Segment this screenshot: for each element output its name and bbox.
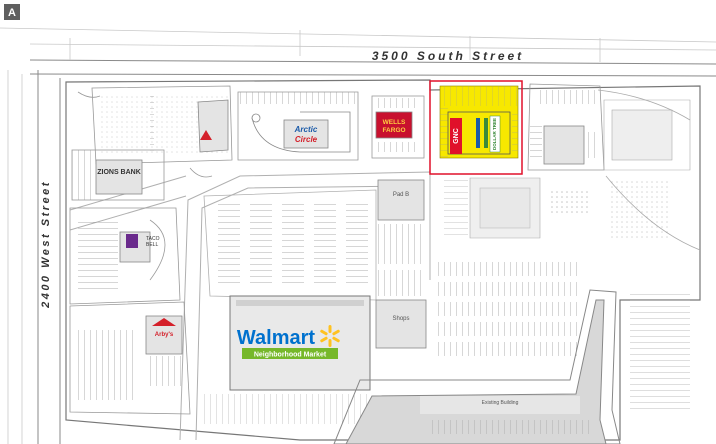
arbys-label: Arby's bbox=[155, 332, 174, 338]
existing-central-building bbox=[444, 176, 588, 240]
street-2400-west: 2400 West Street bbox=[7, 70, 61, 444]
dollar-tree-label: DOLLAR TREE bbox=[492, 118, 497, 150]
arctic-circle-label-bottom: Circle bbox=[295, 135, 318, 144]
central-parking-field bbox=[203, 189, 377, 301]
arbys-parcel: Arby's bbox=[69, 301, 191, 415]
walmart-spark-icon bbox=[320, 325, 340, 347]
walmart-subtitle: Neighborhood Market bbox=[254, 352, 327, 359]
wells-fargo-label-top: WELLS bbox=[383, 119, 406, 126]
south-parking bbox=[200, 394, 370, 424]
north-marker: A bbox=[4, 4, 20, 20]
street-label-3500-south: 3500 South Street bbox=[372, 49, 524, 63]
east-parking-rows bbox=[438, 262, 690, 410]
arctic-circle-label-top: Arctic bbox=[294, 125, 318, 134]
office-building-parcel bbox=[91, 85, 233, 165]
dollar-tree-storefront bbox=[489, 115, 501, 153]
wells-fargo-label-bottom: FARGO bbox=[382, 127, 405, 134]
walmart-parcel: Walmart Neighborhood Market bbox=[229, 295, 371, 391]
north-marker-label: A bbox=[8, 7, 16, 19]
main-drive-aisle bbox=[179, 171, 431, 441]
highlighted-parcel: GNC DOLLAR TREE bbox=[429, 80, 523, 175]
gnc-storefront bbox=[450, 118, 462, 154]
street-3500-south: 3500 South Street bbox=[0, 27, 716, 77]
walmart-wordmark: Walmart bbox=[237, 327, 316, 349]
pad-b-parcel: Pad B bbox=[377, 179, 425, 264]
gnc-label: GNC bbox=[453, 128, 460, 144]
northeast-pad-parcel bbox=[527, 83, 605, 171]
bank-logo-icon bbox=[200, 130, 212, 140]
taco-bell-label-top: TACO bbox=[146, 236, 160, 242]
shops-label: Shops bbox=[392, 316, 409, 322]
zions-bank-parcel: ZIONS BANK bbox=[71, 149, 165, 201]
zions-bank-label: ZIONS BANK bbox=[97, 169, 141, 176]
street-label-2400-west: 2400 West Street bbox=[40, 180, 52, 309]
taco-bell-parcel: TACO BELL bbox=[69, 207, 181, 305]
arctic-circle-parcel: Arctic Circle bbox=[237, 91, 359, 161]
existing-building-east: Existing Building bbox=[333, 289, 621, 444]
arbys-logo-icon bbox=[152, 318, 176, 326]
taco-bell-label-bottom: BELL bbox=[146, 242, 158, 248]
existing-pad-east bbox=[603, 99, 701, 251]
pad-b-label: Pad B bbox=[393, 192, 409, 198]
taco-bell-logo-icon bbox=[126, 234, 138, 248]
shops-parcel: Shops bbox=[375, 270, 427, 349]
existing-building-label: Existing Building bbox=[482, 400, 519, 406]
wells-fargo-parcel: WELLS FARGO bbox=[371, 95, 425, 159]
